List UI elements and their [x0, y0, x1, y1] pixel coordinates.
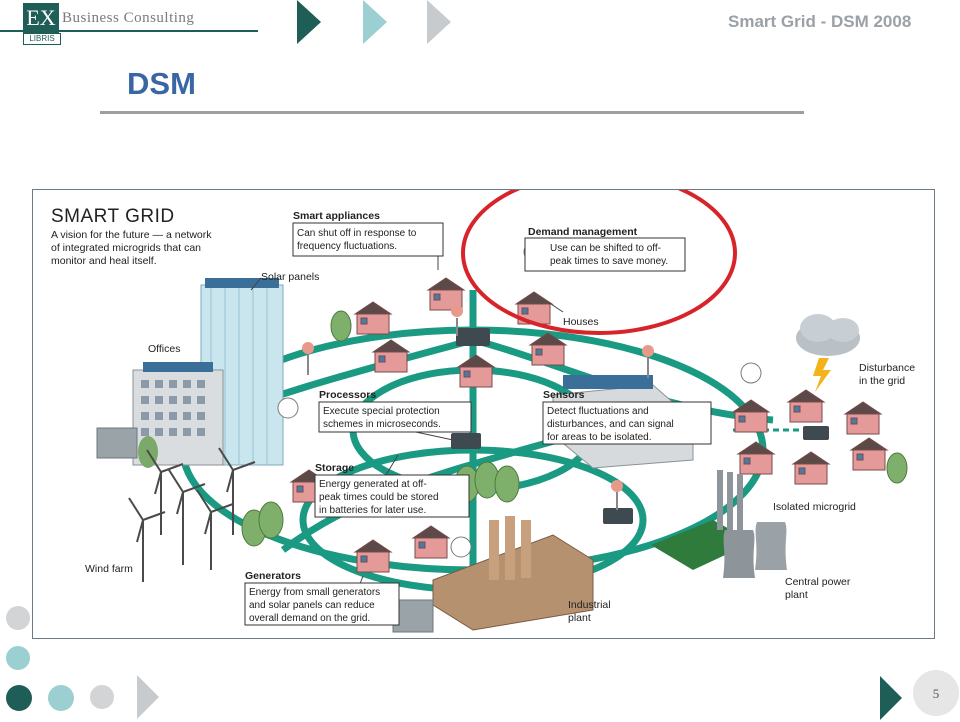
callout-text: Can shut off in response to	[297, 228, 417, 239]
callout-title: Generators	[245, 570, 301, 582]
callout-text: overall demand on the grid.	[249, 613, 370, 624]
decorative-dot	[6, 606, 30, 630]
callout-title: Storage	[315, 462, 354, 474]
label-disturbance: in the grid	[859, 375, 905, 387]
label-solar-panels: Solar panels	[261, 271, 319, 283]
callout-generators-box	[244, 582, 400, 626]
label-wind-farm: Wind farm	[85, 563, 133, 575]
callout-title: Processors	[319, 389, 376, 401]
figure-subheading-line: A vision for the future — a network	[51, 229, 212, 241]
processor-chips	[451, 328, 829, 524]
company-name: Business Consulting	[62, 10, 195, 26]
title-rule	[100, 111, 804, 114]
central-power-plant	[651, 470, 787, 578]
callout-text: Use can be shifted to off-	[550, 243, 661, 254]
office-building	[96, 278, 284, 468]
page-number-badge	[913, 670, 959, 716]
label-disturbance: Disturbance	[859, 362, 915, 374]
callout-storage-box	[314, 474, 470, 518]
callout-title: Smart appliances	[293, 210, 380, 222]
callout-text: disturbances, and can signal	[547, 419, 674, 430]
callout-text: Energy generated at off-	[319, 479, 427, 490]
callout-text: Execute special protection	[323, 406, 440, 417]
callout-text: for areas to be isolated.	[547, 432, 652, 443]
logo-mark: EX	[23, 3, 59, 33]
figure-subheading-line: monitor and heal itself.	[51, 255, 157, 267]
callout-text: Detect fluctuations and	[547, 406, 649, 417]
decorative-dot	[90, 685, 114, 709]
callout-title: Demand management	[528, 226, 638, 238]
callout-title: Sensors	[543, 389, 585, 401]
callout-text: peak times could be stored	[319, 492, 439, 503]
callout-text: Energy from small generators	[249, 587, 380, 598]
chevron-right-icon	[297, 0, 321, 44]
storage-batteries	[241, 310, 908, 547]
label-central-power-plant: Central power	[785, 576, 851, 588]
next-slide-icon[interactable]	[880, 676, 902, 720]
chevron-right-icon	[363, 0, 387, 44]
chevron-right-icon	[137, 675, 159, 719]
label-industrial-plant: Industrial	[568, 599, 611, 611]
highlight-ellipse	[461, 190, 737, 335]
page-number: 5	[932, 686, 940, 701]
houses	[289, 277, 889, 573]
smart-grid-illustration: SMART GRID A vision for the future — a n…	[32, 189, 935, 639]
decorative-dot	[6, 685, 32, 711]
wind-turbines	[128, 447, 256, 582]
callout-text: frequency fluctuations.	[297, 241, 397, 252]
callout-smart-appliances-box	[292, 222, 444, 257]
callout-demand-management-box	[524, 237, 686, 272]
sensor-poles	[302, 305, 709, 510]
figure-heading: SMART GRID	[51, 206, 175, 227]
callout-text: peak times to save money.	[550, 256, 668, 267]
label-isolated-microgrid: Isolated microgrid	[773, 501, 856, 513]
deck-title: Smart Grid - DSM 2008	[728, 12, 912, 31]
callout-text: schemes in microseconds.	[323, 419, 441, 430]
header-rule	[0, 30, 258, 32]
logo-sub: LIBRIS	[23, 33, 61, 45]
label-offices: Offices	[148, 343, 180, 355]
label-houses: Houses	[563, 316, 599, 328]
figure-subheading-line: of integrated microgrids that can	[51, 242, 201, 254]
decorative-dot	[48, 685, 74, 711]
chevron-right-icon	[427, 0, 451, 44]
decorative-dot	[6, 646, 30, 670]
label-central-power-plant: plant	[785, 589, 808, 601]
industrial-plant	[392, 516, 594, 633]
callout-text: and solar panels can reduce	[249, 600, 375, 611]
slide-title: DSM	[127, 66, 196, 101]
callout-sensors-box	[542, 401, 712, 445]
callout-text: in batteries for later use.	[319, 505, 426, 516]
callout-processors-box	[318, 401, 472, 433]
label-industrial-plant: plant	[568, 612, 591, 624]
storm-cloud	[796, 314, 860, 392]
